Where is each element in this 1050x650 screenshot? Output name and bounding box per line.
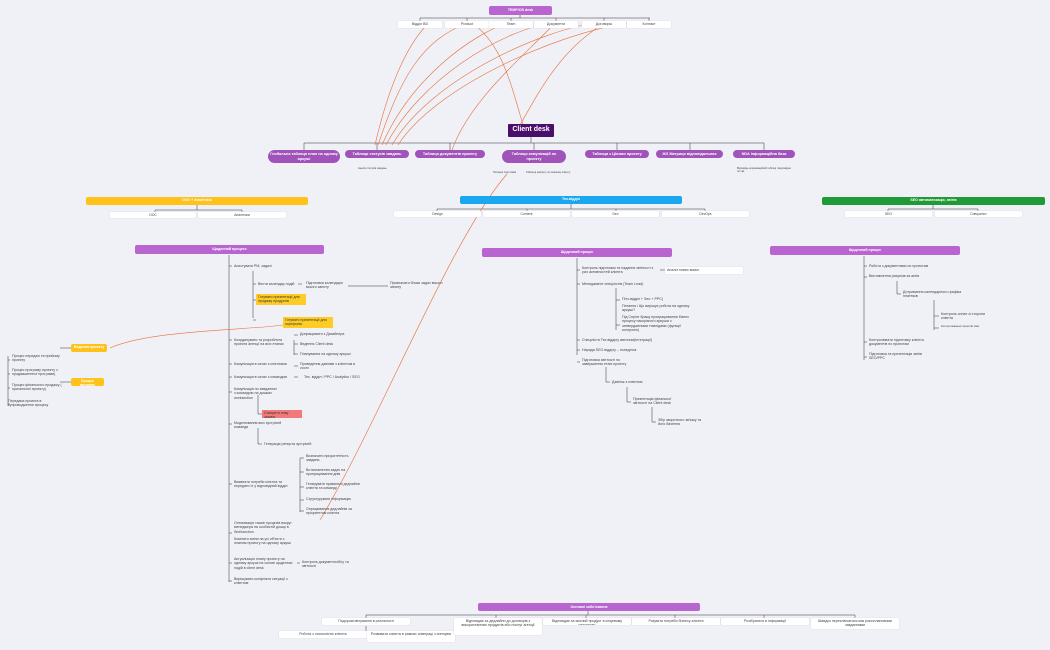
client-desk-root[interactable]: Client desk [508,124,554,137]
right-item-4[interactable]: Контроль оплат зі сторони клієнта [941,312,986,321]
left-item-18[interactable]: Генерація репорта зустрічей [264,442,312,446]
top-tab-6[interactable]: Контакт [627,21,671,28]
root-item-goals[interactable]: Таблиця з Цілями проекту [585,150,649,158]
bottom-item-7[interactable]: Розібратися в інформації [721,618,809,625]
center-item-11[interactable]: Презентація фінальної звітності на Clien… [633,397,672,406]
right-item-5[interactable]: Контролювання проектів змін [941,324,980,328]
section-left-sub-ooc[interactable]: OOC [110,212,196,218]
center-process-title[interactable]: Щоденний процес [482,248,672,257]
root-item-task-status[interactable]: Таблиця статусів завдань [345,150,409,158]
root-item-communications[interactable]: Таблиця комунікацій по проекту [502,150,566,163]
left-item-3[interactable]: Підготовка календаря всього запиту [306,281,343,290]
bottom-item-8[interactable]: Швидко переключатися між різноплановими … [811,618,899,629]
section-right-header[interactable]: SEO автоматизація, звітів [822,197,1045,205]
top-title[interactable]: TEMP/CB desk [489,6,552,15]
left-item-12[interactable]: Проведення дзвінків з клієнтом в zoom [300,362,356,371]
left-item-15[interactable]: Комунікація по завданнях з командою на д… [234,387,277,400]
center-item-4[interactable]: Пітч-відділ + Seo + PPC) [622,297,664,301]
root-note-report: Таблиця рапорту по кожному клієнту [526,171,571,174]
center-item-10[interactable]: Дзвінок з клієнтом [612,380,643,384]
left-item-4[interactable]: Призначати блоки задач всього запиту [390,281,443,290]
right-item-7[interactable]: Підготовка та презентація звітів SEO/PPC [869,352,922,361]
left-item-22[interactable]: Генерувати правильні дедлайни клієнта та… [306,482,360,491]
left-item-23[interactable]: Структурувати інформацію [306,497,352,501]
section-center-sub-content[interactable]: Content [483,211,570,217]
left-item-14[interactable]: Тех. відділ / PPC / Analytics / SEO [304,375,360,379]
section-center-sub-devops[interactable]: DevOps [662,211,749,217]
bottom-item-5[interactable]: Відповідає за якісний продукт в кінцевом… [543,618,631,625]
left-item-5[interactable]: Готувати презентації для продажу продукт… [256,294,306,305]
side-item-1[interactable]: Процес передачі та прийому проекту [12,354,60,363]
top-tab-2[interactable]: Product [445,21,489,28]
bottom-title[interactable]: Основні зобо'язання [478,603,700,611]
section-right-sub-seo[interactable]: SEO [845,211,932,217]
right-process-title[interactable]: Щоденний процес [770,246,960,255]
side-label-project[interactable]: Ведення проекту [71,344,107,352]
side-label-sales[interactable]: Процес продажу [71,378,104,386]
section-left-header[interactable]: OOC + Аналітика [86,197,308,205]
left-item-7[interactable]: Координувати та розробляти проекти агенц… [234,338,284,347]
left-item-13[interactable]: Комунікація в чатах з командою [234,375,288,379]
center-item-2[interactable]: Аналіз нових вимог [665,267,743,274]
center-item-12[interactable]: Збір зворотного зв'язку та його бачення [658,418,702,427]
left-item-26[interactable]: Комітити зміни на усі об'єкти з планом п… [234,537,291,546]
left-item-2[interactable]: Вести календар подій [258,282,295,286]
root-note-status: Аналіз статусів завдань [358,167,387,170]
left-item-20[interactable]: Визначити пріоритетність завдань [306,454,349,463]
side-item-2[interactable]: Процес програму проекту з продакшеннної … [12,368,58,377]
root-note-nda: Відповідь комунікаційній таблиці і відпо… [737,167,791,174]
left-item-6[interactable]: Готувати презентації для портфоліо [283,317,333,328]
center-item-8[interactable]: Нарада SEO відділу – понеділок [582,348,637,352]
top-tab-4[interactable]: Документи [534,21,578,28]
left-item-16[interactable]: Створити нову задачу [262,410,302,418]
right-item-1[interactable]: Робота з документами по проектам [869,264,929,268]
center-item-3[interactable]: Менеджмент спецілістів (Team Lead) [582,282,644,286]
top-tab-1[interactable]: Відділ BD [398,21,442,28]
bottom-item-6[interactable]: Розуміти потреби бізнесу клієнта [632,618,720,625]
root-item-global-plan[interactable]: Глобальна таблиця план на одному аркуші [268,150,340,163]
left-item-1[interactable]: Асистувати PM, задачі [234,264,272,268]
left-item-24[interactable]: Опрацювання дедлайнів за пріоритетом клі… [306,507,352,516]
center-item-5[interactable]: Питання і Що вирішує робота на одному ар… [622,304,690,313]
root-item-raci[interactable]: ЖЗ Матриця відповідальних [656,150,723,158]
left-item-28[interactable]: Контроль документообігу та звітності [302,560,349,569]
side-item-3[interactable]: Процес фінального продажу ( прихильної п… [12,383,62,392]
root-item-documents[interactable]: Таблиця документів проекту [415,150,485,158]
center-item-1[interactable]: Контроль підготовки та надання звітності… [582,266,654,275]
left-item-19[interactable]: Виявляти потреби клієнта та передати їх … [234,480,288,489]
tree-connectors [7,15,979,634]
section-center-sub-dev[interactable]: Dev [572,211,659,217]
left-item-8[interactable]: Допрацювати з Дизайнера [300,332,345,336]
left-process-title[interactable]: Щоденний процесс [135,245,324,254]
left-item-10[interactable]: Планування на одному аркуші [300,352,351,356]
center-item-6[interactable]: Під Спрінт Кращі пропрацювання бізнес пр… [622,315,689,333]
right-item-6[interactable]: Контролювати підготовку клієнта документ… [869,338,924,347]
left-item-9[interactable]: Ведення Client desk [300,342,334,346]
left-item-21[interactable]: Встановлення задач на пропрацювання днів [306,468,346,477]
section-center-header[interactable]: Тех.відділ [460,196,682,204]
root-note-questions: Питання підготовки [493,171,517,174]
bottom-item-2[interactable]: Робота з лояльністю клієнта [279,631,367,638]
section-left-sub-analytics[interactable]: Аналітика [198,212,286,218]
side-item-4[interactable]: Передача проекта в супроводження процесу [8,399,49,408]
top-tab-3[interactable]: Team [489,21,533,28]
section-center-sub-design[interactable]: Design [394,211,481,217]
left-item-29[interactable]: Вирішувати конфлікти ситуації з клієнтом [234,577,288,586]
bottom-item-3[interactable]: Розвивати клієнта в рамках співпраці з а… [367,631,455,642]
bottom-item-4[interactable]: Відповідає за дедлайни до договорів з ви… [454,618,542,635]
root-item-nda[interactable]: NDA Інформаційна база [733,150,795,158]
right-item-2[interactable]: Виставлення рахунків за актів [869,274,920,278]
section-right-sub-specialist[interactable]: Спеціаліст [935,211,1022,217]
top-tab-5[interactable]: Договоры [582,21,626,28]
left-item-27[interactable]: Актуалізація плану проекту на одному арк… [234,557,293,570]
right-item-3[interactable]: Дотримання календарного графіка платежів [903,290,962,299]
center-item-9[interactable]: Підготовка звітності по завершенню етапі… [582,358,627,367]
bottom-item-1[interactable]: Подорож/звітування в реальності [322,618,410,625]
center-item-7[interactable]: Спецілісти Тех.відділу автоном(Інтеграці… [582,338,653,342]
left-item-11[interactable]: Комунікація в чатах з клієнтами [234,362,287,366]
left-item-25[interactable]: Оптимізація тасків процесів вокруг менед… [234,521,292,534]
left-item-17[interactable]: Моделювання всіх зустрічей команди [234,421,282,430]
cross-links [109,21,641,521]
